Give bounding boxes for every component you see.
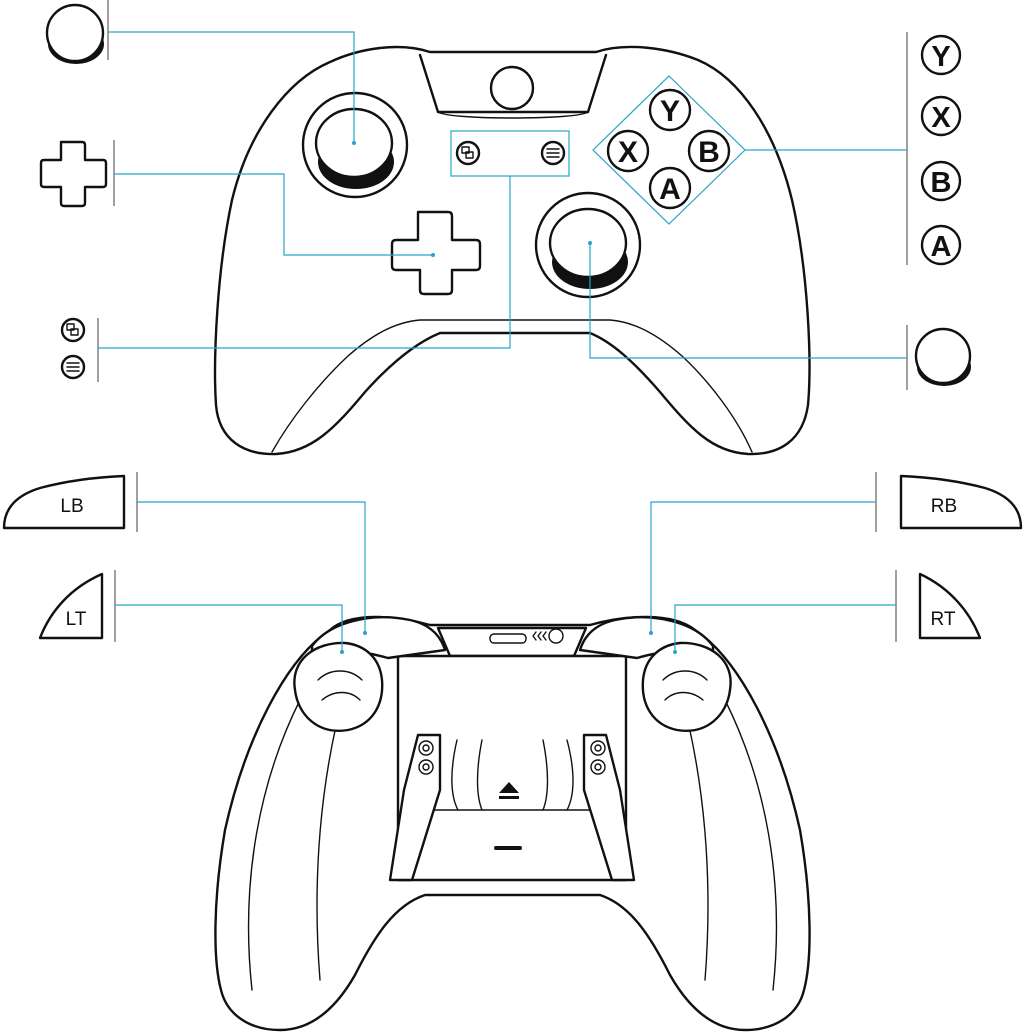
controller-front-view: Y X B A <box>215 47 809 454</box>
legend-rt-label: RT <box>931 609 956 630</box>
legend-dpad <box>41 140 114 206</box>
legend-rb-label: RB <box>931 496 957 517</box>
eject-icon-bar <box>499 796 519 799</box>
legend-rb-icon <box>901 476 1021 528</box>
legend-left-stick-icon <box>47 5 103 61</box>
legend-left-stick <box>47 0 108 64</box>
callout-rb <box>651 502 876 633</box>
face-button-y[interactable]: Y <box>650 90 690 130</box>
legend-a-label: A <box>931 231 952 263</box>
legend-right-stick-icon <box>916 329 970 383</box>
menu-button[interactable] <box>542 142 564 164</box>
legend-y-label: Y <box>931 41 950 73</box>
legend-rb: RB <box>876 472 1021 532</box>
face-button-a[interactable]: A <box>650 168 690 208</box>
face-button-b-label: B <box>698 136 720 169</box>
face-button-b[interactable]: B <box>689 131 729 171</box>
back-left-trigger[interactable] <box>294 643 382 731</box>
legend-right-stick <box>907 325 971 390</box>
callout-lb <box>137 502 365 633</box>
xbox-button-icon[interactable] <box>491 67 533 109</box>
legend-dpad-icon <box>41 142 106 206</box>
legend-lt-label: LT <box>66 609 87 630</box>
legend-rt: RT <box>896 570 980 642</box>
legend-lt: LT <box>40 570 115 642</box>
controller-back-view <box>215 617 809 1030</box>
legend-lb: LB <box>4 472 137 532</box>
legend-face-buttons: Y X B A <box>907 32 960 265</box>
face-button-x[interactable]: X <box>608 131 648 171</box>
legend-view-menu <box>62 318 98 382</box>
face-button-y-label: Y <box>660 95 680 128</box>
view-button[interactable] <box>457 142 479 164</box>
legend-x-label: X <box>931 102 951 134</box>
battery-latch-icon[interactable] <box>494 846 522 850</box>
right-stick[interactable] <box>536 193 640 297</box>
callout-lt <box>115 605 342 652</box>
back-top-bar <box>438 628 586 656</box>
legend-b-label: B <box>931 167 952 199</box>
back-right-trigger[interactable] <box>643 643 731 731</box>
left-stick[interactable] <box>303 93 407 197</box>
legend-lb-label: LB <box>60 496 83 517</box>
face-button-a-label: A <box>659 173 681 206</box>
face-button-x-label: X <box>618 136 638 169</box>
